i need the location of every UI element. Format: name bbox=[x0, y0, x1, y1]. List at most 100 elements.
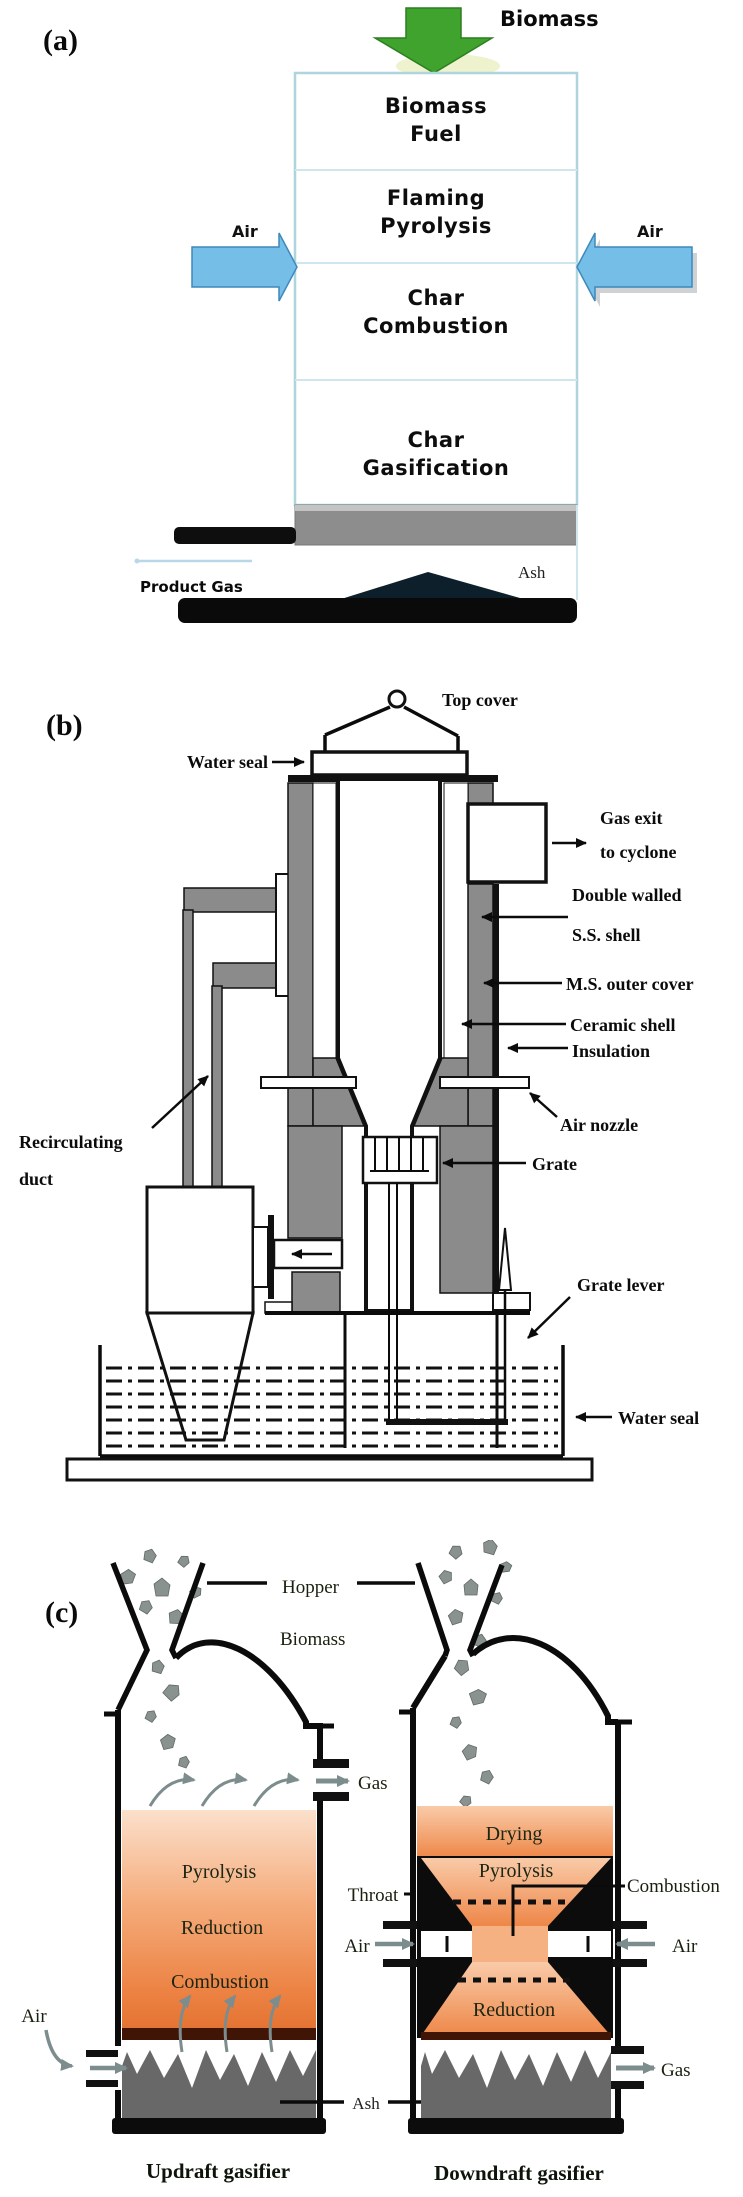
updraft-air-label: Air bbox=[21, 2006, 47, 2027]
label-biomass: Biomass bbox=[280, 1629, 345, 1650]
double-wall-gap-left bbox=[312, 782, 337, 1059]
label-insulation: Insulation bbox=[572, 1041, 650, 1061]
ms-outer-cover-right bbox=[467, 883, 494, 1127]
label-ceramic-shell: Ceramic shell bbox=[570, 1015, 675, 1035]
biomass-chunks bbox=[120, 1540, 513, 1808]
downdraft-throat-core bbox=[472, 1926, 548, 1962]
water-tank bbox=[98, 1345, 565, 1458]
downdraft-caption: Downdraft gasifier bbox=[434, 2161, 604, 2185]
updraft-air-pipe-bottom bbox=[86, 2080, 118, 2087]
updraft-gasifier: Gas Pyrolysis Reduction Combustion Air U… bbox=[21, 1561, 388, 2183]
zone-char-combustion: Char bbox=[408, 286, 465, 310]
grate-lever-arrow bbox=[527, 1296, 571, 1339]
updraft-gas-label: Gas bbox=[358, 1773, 388, 1794]
biomass-feed-label: Biomass bbox=[500, 7, 599, 31]
label-duct: duct bbox=[19, 1169, 53, 1189]
downdraft-gasifier: Air Air Throat Combustion Drying Pyrolys… bbox=[344, 1562, 720, 2185]
lower-shell-left bbox=[287, 1125, 343, 1239]
product-gas-label: Product Gas bbox=[140, 578, 243, 596]
label-ms-outer-cover: M.S. outer cover bbox=[566, 974, 694, 994]
air-slot-ticks bbox=[445, 1936, 590, 1952]
label-throat: Throat bbox=[348, 1885, 399, 1906]
updraft-grate-jag bbox=[122, 2040, 316, 2088]
label-air-nozzle: Air nozzle bbox=[560, 1115, 638, 1135]
downdraft-grate-jag bbox=[421, 2040, 611, 2088]
downdraft-drying-zone bbox=[417, 1806, 613, 1858]
right-foot bbox=[492, 1292, 531, 1311]
downdraft-zone-drying: Drying bbox=[486, 1823, 543, 1845]
label-gas-exit-2: to cyclone bbox=[600, 842, 676, 862]
panel-b-tag: (b) bbox=[46, 709, 83, 742]
product-gas-pipe bbox=[174, 527, 296, 544]
downdraft-air-label-right: Air bbox=[672, 1936, 698, 1957]
cyclone-flange-plate bbox=[268, 1215, 274, 1299]
lifting-ring-icon bbox=[387, 689, 407, 709]
updraft-air-curve-arrow bbox=[44, 2029, 74, 2071]
panel-b-gasifier-assembly-drawing: (b) bbox=[19, 689, 699, 1482]
zone-char-gasification-2: Gasification bbox=[363, 456, 510, 480]
panel-c-tag: (c) bbox=[45, 1596, 78, 1629]
updraft-gas-pipe-bottom bbox=[313, 1792, 349, 1801]
grate-bars bbox=[370, 1137, 429, 1172]
label-recirculating: Recirculating bbox=[19, 1132, 123, 1152]
downdraft-air-label-left: Air bbox=[344, 1936, 370, 1957]
zone-flaming-pyrolysis-2: Pyrolysis bbox=[380, 214, 492, 238]
combustion-pointer bbox=[511, 1884, 625, 1936]
updraft-gas-flow-arrows bbox=[148, 1772, 300, 2053]
downdraft-air-pipe-l1 bbox=[383, 1921, 417, 1929]
downdraft-gas-label: Gas bbox=[661, 2060, 691, 2081]
label-hopper: Hopper bbox=[282, 1577, 340, 1598]
top-cover-tent bbox=[323, 705, 460, 752]
zone-boundary-dotted-lines bbox=[453, 1899, 570, 1983]
downdraft-hopper bbox=[415, 1562, 505, 1658]
lower-shell-right bbox=[439, 1125, 494, 1294]
recirc-duct-outer-horizontal bbox=[183, 887, 292, 913]
downdraft-air-pipe-r2 bbox=[613, 1959, 647, 1967]
zone-biomass-fuel-2: Fuel bbox=[410, 122, 462, 146]
ash-label: Ash bbox=[518, 563, 546, 582]
label-top-cover: Top cover bbox=[442, 690, 518, 710]
base-bar bbox=[178, 598, 577, 623]
updraft-gas-pipe-top bbox=[313, 1759, 349, 1768]
downdraft-pyrolysis-funnel bbox=[421, 1858, 611, 1926]
hanger-bottom-bar bbox=[386, 1419, 508, 1425]
air-nozzle-flange-left bbox=[260, 1076, 357, 1089]
zone-biomass-fuel: Biomass bbox=[385, 94, 487, 118]
cyclone-flange bbox=[252, 1226, 269, 1288]
downdraft-gas-pipe-bottom bbox=[611, 2081, 644, 2089]
updraft-zone-pyrolysis: Pyrolysis bbox=[182, 1861, 257, 1883]
air-right-label: Air bbox=[637, 222, 663, 241]
ash-pile bbox=[338, 572, 527, 600]
gas-exit-duct bbox=[466, 802, 548, 884]
top-cover-lid bbox=[310, 750, 469, 777]
updraft-air-pipe-top bbox=[86, 2050, 118, 2057]
air-left-arrow-icon bbox=[191, 232, 298, 302]
air-left-label: Air bbox=[232, 222, 258, 241]
zone-labels: Biomass Fuel Flaming Pyrolysis Char Comb… bbox=[363, 94, 510, 480]
biomass-feed-arrow-icon bbox=[372, 7, 495, 74]
legs bbox=[343, 1310, 499, 1448]
zone-flaming-pyrolysis: Flaming bbox=[387, 186, 485, 210]
recirc-duct-arrow bbox=[151, 1075, 209, 1129]
updraft-caption: Updraft gasifier bbox=[146, 2159, 290, 2183]
panel-c-updraft-downdraft-comparison: (c) Hopper Biomass bbox=[21, 1540, 720, 2185]
label-ash-c: Ash bbox=[352, 2094, 380, 2113]
updraft-zone-combustion: Combustion bbox=[171, 1971, 269, 1993]
water-seal-lines bbox=[106, 1366, 558, 1448]
base-plate bbox=[65, 1457, 594, 1482]
lower-block bbox=[291, 1271, 341, 1314]
grate-band bbox=[294, 504, 578, 546]
downdraft-zone-pyrolysis: Pyrolysis bbox=[479, 1860, 554, 1882]
downdraft-bottom bbox=[408, 2118, 624, 2134]
downdraft-zone-reduction: Reduction bbox=[473, 1999, 555, 2021]
ceramic-shell-right bbox=[412, 1057, 469, 1127]
grate-lever-blade bbox=[497, 1227, 513, 1291]
downdraft-vessel-wall bbox=[410, 1635, 621, 2120]
cyclone-body bbox=[145, 1185, 255, 1315]
downdraft-air-slot-right bbox=[548, 1931, 611, 1957]
updraft-flange-ticks bbox=[104, 1711, 334, 1729]
updraft-bottom bbox=[112, 2118, 326, 2134]
zone-char-gasification: Char bbox=[408, 428, 465, 452]
ceramic-shell-left bbox=[312, 1057, 366, 1127]
